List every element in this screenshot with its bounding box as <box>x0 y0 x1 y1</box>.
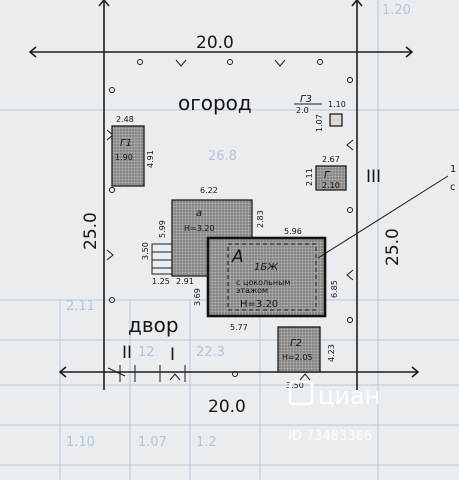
porch-dim: 1.25 <box>152 277 170 286</box>
g2-label: Г2 <box>290 338 302 349</box>
g1-label: Г1 <box>120 138 132 149</box>
a-depth-2: 2.83 <box>256 210 265 228</box>
building-g1 <box>111 125 145 187</box>
bg-cell-r5: 1.07 <box>138 435 167 450</box>
g2-width: 3.50 <box>286 381 304 390</box>
main-label: А <box>231 247 244 267</box>
side-text-1: 1 <box>450 164 456 175</box>
main-left-dim: 3.69 <box>193 288 202 306</box>
dim-left: 25.0 <box>81 212 101 250</box>
steps <box>151 243 173 275</box>
leader-line <box>317 175 449 259</box>
bg-cell-r1: 1.20 <box>382 3 411 18</box>
g-small-width: 2.67 <box>322 155 340 164</box>
dim-bottom: 20.0 <box>208 397 246 417</box>
bg-cell-r3: 2.11 <box>66 299 95 314</box>
g1-height: 4.91 <box>146 150 155 168</box>
main-height: H=3.20 <box>240 299 278 310</box>
main-note-1: с цокольным <box>236 278 290 287</box>
main-note-2: этажом <box>236 286 268 295</box>
main-bottom-dim: 5.77 <box>230 323 248 332</box>
building-g3 <box>329 113 343 127</box>
watermark-brand: циан <box>318 382 380 410</box>
g2-height: H=2.05 <box>282 353 313 362</box>
g2-depth: 4.23 <box>327 344 336 362</box>
main-width: 5.96 <box>284 227 302 236</box>
building-g-small <box>315 165 347 191</box>
watermark: циан ID 73483386 <box>288 380 380 444</box>
a-height-mark: H=3.20 <box>184 224 215 233</box>
marker-i: I <box>170 345 175 365</box>
g-small-height: 2.11 <box>305 168 314 186</box>
zone-yard: двор <box>128 313 179 337</box>
steps-width: 3.50 <box>141 242 150 260</box>
watermark-id: ID 73483386 <box>288 429 372 444</box>
a-label: а <box>196 208 202 219</box>
bg-cell-r7: 22.3 <box>196 345 225 360</box>
marker-iii: III <box>366 167 381 187</box>
side-text-2: с <box>450 182 456 193</box>
g-small-label: Г <box>324 170 331 181</box>
bg-cell-r2: 26.8 <box>208 149 237 164</box>
g3-height: 1.07 <box>315 114 324 132</box>
a-width: 6.22 <box>200 186 218 195</box>
a-bottom-dim: 2.91 <box>176 277 194 286</box>
bg-cell-r6: 1.2 <box>196 435 217 450</box>
g3-area: 2.0 <box>296 106 309 115</box>
plot-boundary <box>28 0 420 390</box>
bg-cell-r8: 12 <box>138 345 155 360</box>
g-small-area: 2.10 <box>322 181 340 190</box>
g3-width: 1.10 <box>328 100 346 109</box>
dim-right: 25.0 <box>383 228 403 266</box>
main-type: 1БЖ <box>254 262 279 273</box>
dim-top: 20.0 <box>196 33 234 53</box>
watermark-logo-icon <box>288 380 314 406</box>
building-g2 <box>277 326 321 373</box>
g3-label: Г3 <box>300 94 312 105</box>
zone-garden: огород <box>178 91 252 115</box>
a-depth: 5.99 <box>158 220 167 238</box>
g1-width: 2.48 <box>116 115 134 124</box>
main-depth: 6.85 <box>330 280 339 298</box>
bg-cell-r4: 1.10 <box>66 435 95 450</box>
marker-ii: II <box>122 343 132 363</box>
g1-area: 1.90 <box>115 153 133 162</box>
